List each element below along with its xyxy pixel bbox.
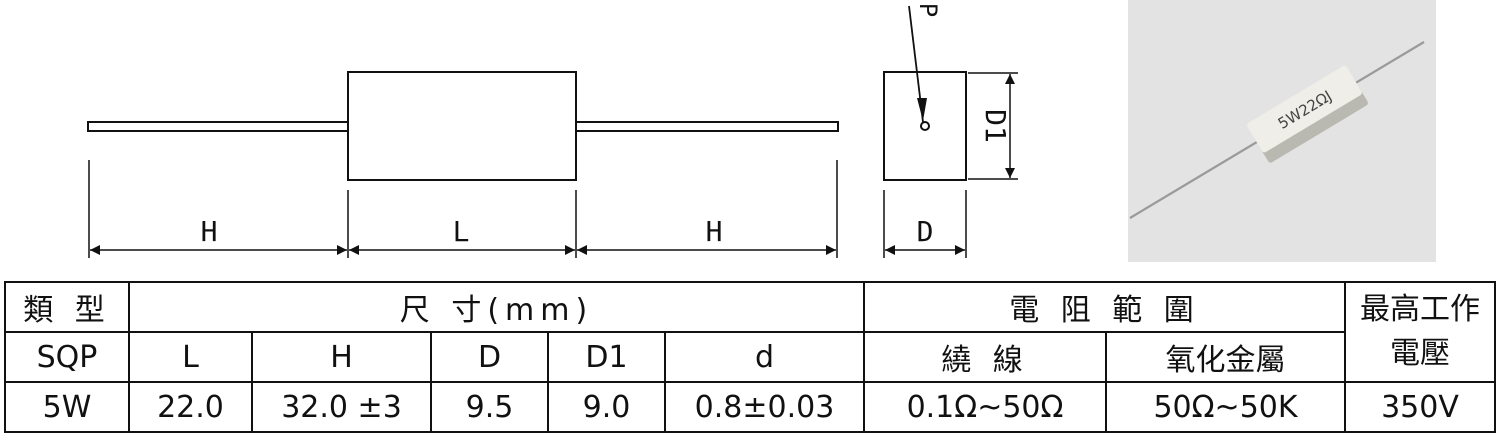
col-wirewound: 繞 線 bbox=[863, 331, 1107, 383]
label-h-left: H bbox=[201, 215, 218, 248]
cell-metal-oxide: 50Ω~50K bbox=[1105, 381, 1346, 433]
label-p: P bbox=[914, 3, 942, 17]
header-type: 類 型 bbox=[4, 281, 130, 333]
col-model: SQP bbox=[4, 331, 130, 383]
col-h: H bbox=[251, 331, 432, 383]
col-l: L bbox=[128, 331, 253, 383]
table-column-row: SQP L H D D1 d 繞 線 氧化金屬 bbox=[4, 331, 1495, 383]
spec-table: 類 型 尺 寸(mm) 電 阻 範 圍 最高工作電壓 SQP L H D D1 … bbox=[4, 281, 1496, 433]
header-max-voltage: 最高工作電壓 bbox=[1344, 281, 1496, 383]
col-lead-d: d bbox=[664, 331, 865, 383]
left-lead bbox=[87, 121, 349, 132]
resistor-body bbox=[347, 71, 577, 181]
cell-d1: 9.0 bbox=[547, 381, 666, 433]
table-row: 5W 22.0 32.0 ±3 9.5 9.0 0.8±0.03 0.1Ω~50… bbox=[4, 381, 1496, 433]
cell-l: 22.0 bbox=[128, 381, 253, 433]
side-view bbox=[87, 71, 839, 181]
header-size: 尺 寸(mm) bbox=[128, 281, 865, 333]
cell-power: 5W bbox=[4, 381, 130, 433]
col-d: D bbox=[430, 331, 549, 383]
label-d1: D1 bbox=[979, 109, 1012, 143]
header-resistance-range: 電 阻 範 圍 bbox=[863, 281, 1346, 333]
extension-lines bbox=[88, 160, 838, 258]
table-header-row: 類 型 尺 寸(mm) 電 阻 範 圍 最高工作電壓 bbox=[4, 281, 1496, 383]
cell-d: 9.5 bbox=[430, 381, 549, 433]
cell-lead-d: 0.8±0.03 bbox=[664, 381, 865, 433]
cell-h: 32.0 ±3 bbox=[251, 381, 432, 433]
lead-dot bbox=[920, 121, 930, 131]
cell-max-voltage: 350V bbox=[1344, 381, 1496, 433]
photo-body bbox=[1247, 65, 1362, 153]
resistor-drawing: H L H P D1 D bbox=[87, 3, 1018, 258]
label-h-right: H bbox=[706, 215, 723, 248]
col-d1: D1 bbox=[547, 331, 666, 383]
label-d: D bbox=[917, 215, 934, 248]
end-view bbox=[883, 71, 967, 181]
resistor-photo: 5W22ΩJ bbox=[1128, 0, 1436, 262]
label-l: L bbox=[453, 215, 470, 248]
right-lead bbox=[575, 121, 839, 132]
col-metal-oxide: 氧化金屬 bbox=[1105, 331, 1346, 383]
cell-wirewound: 0.1Ω~50Ω bbox=[863, 381, 1107, 433]
